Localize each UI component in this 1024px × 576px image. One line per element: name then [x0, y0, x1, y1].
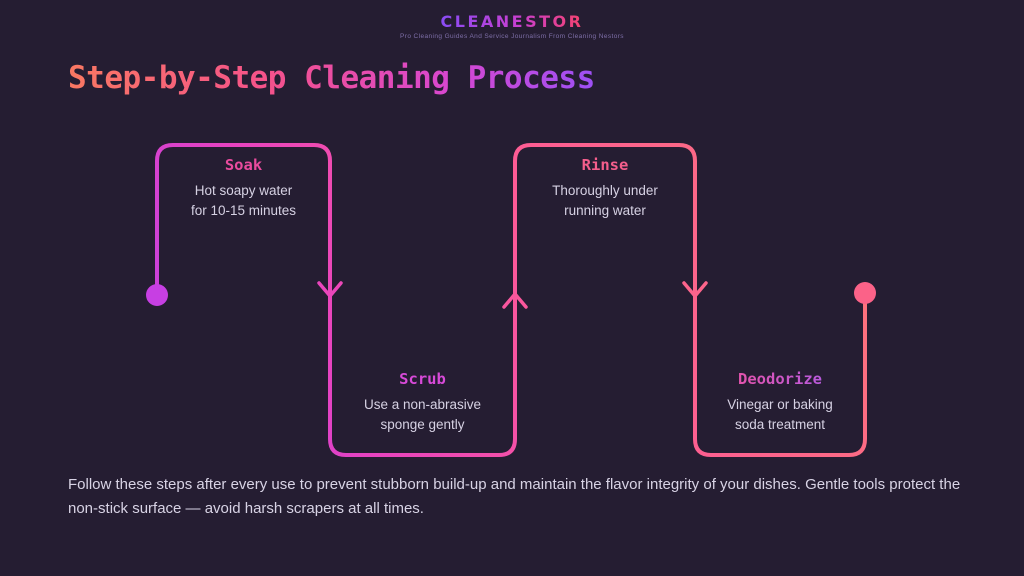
step-deodorize-title: Deodorize	[695, 370, 865, 388]
step-deodorize: Deodorize Vinegar or baking soda treatme…	[695, 370, 865, 434]
step-rinse: Rinse Thoroughly under running water	[515, 156, 695, 220]
brand-logo: CLEANESTOR	[440, 12, 584, 31]
step-scrub-title: Scrub	[399, 370, 446, 388]
page-title: Step-by-Step Cleaning Process	[68, 60, 595, 96]
brand-tagline: Pro Cleaning Guides And Service Journali…	[400, 33, 624, 40]
arrow-down-icon	[682, 281, 708, 298]
step-soak-title: Soak	[224, 156, 263, 174]
arrow-up-icon	[502, 292, 528, 309]
step-rinse-description: Thoroughly under running water	[552, 183, 658, 218]
footer-note: Follow these steps after every use to pr…	[68, 476, 961, 517]
end-dot	[854, 282, 876, 304]
arrow-down-icon	[317, 281, 343, 298]
step-deodorize-description: Vinegar or baking soda treatment	[727, 397, 833, 432]
flow-path	[155, 143, 867, 457]
step-soak-description: Hot soapy water for 10-15 minutes	[190, 183, 297, 218]
step-scrub: Scrub Use a non-abrasive sponge gently	[330, 370, 515, 434]
brand-header: CLEANESTOR Pro Cleaning Guides And Servi…	[0, 12, 1024, 40]
step-scrub-description: Use a non-abrasive sponge gently	[363, 397, 482, 432]
start-dot	[146, 284, 168, 306]
step-soak: Soak Hot soapy water for 10-15 minutes	[157, 156, 330, 220]
step-rinse-title: Rinse	[581, 156, 629, 174]
